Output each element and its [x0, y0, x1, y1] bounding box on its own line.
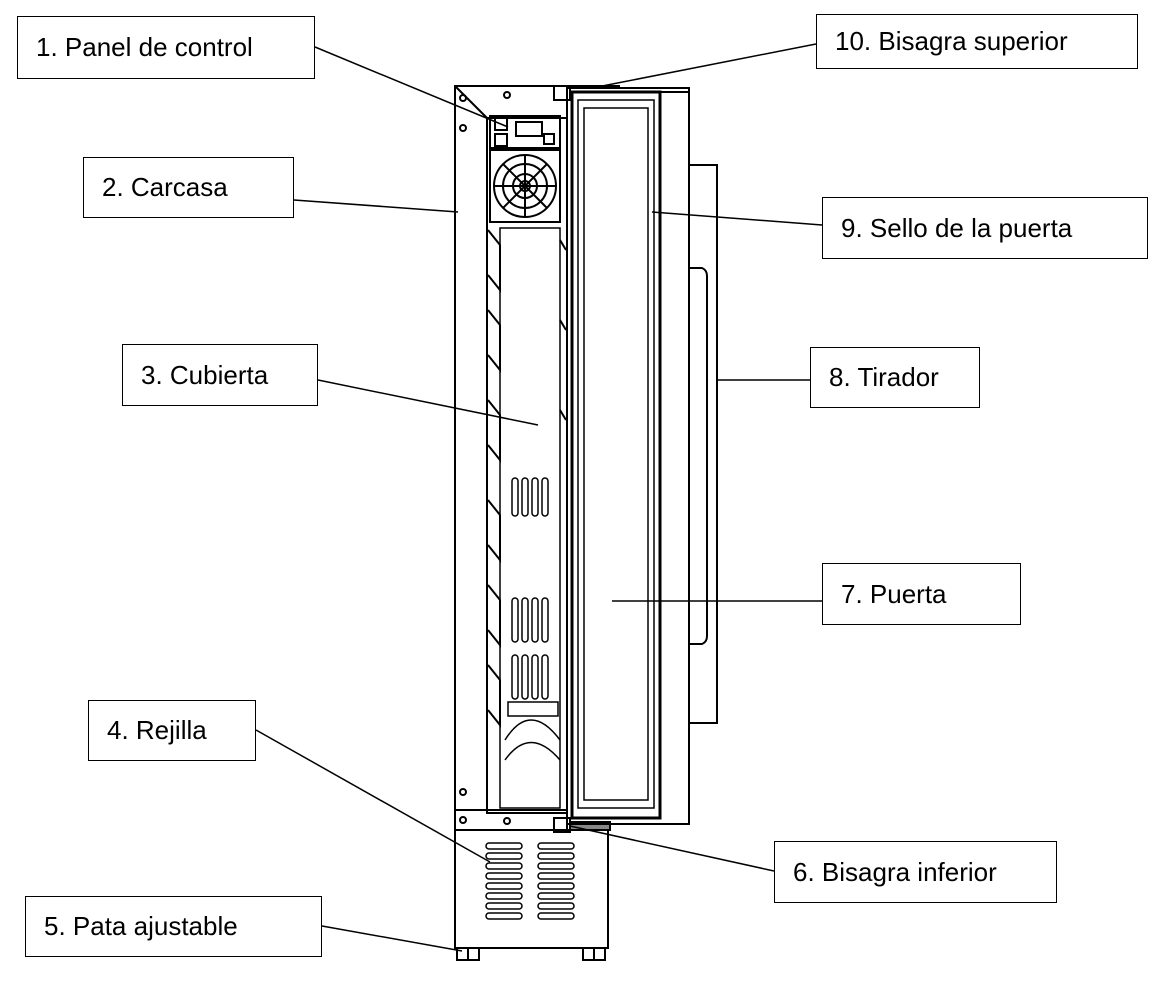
- fan-icon: [489, 149, 561, 223]
- adjustable-feet: [456, 947, 606, 961]
- label-tirador: 8. Tirador: [810, 347, 980, 408]
- label-bisagra-inferior: 6. Bisagra inferior: [774, 841, 1057, 903]
- leader-lines: [255, 43, 823, 952]
- door: [566, 87, 690, 825]
- grille: [454, 829, 609, 949]
- label-puerta: 7. Puerta: [822, 563, 1021, 625]
- control-panel: [489, 115, 561, 149]
- handle: [688, 164, 718, 724]
- top-hinge: [553, 85, 620, 101]
- label-panel-de-control: 1. Panel de control: [17, 16, 315, 79]
- cabinet-housing: [454, 85, 568, 831]
- label-rejilla: 4. Rejilla: [88, 700, 256, 761]
- label-bisagra-superior: 10. Bisagra superior: [816, 14, 1138, 69]
- inner-cover: [487, 227, 567, 809]
- label-pata-ajustable: 5. Pata ajustable: [25, 896, 322, 957]
- label-cubierta: 3. Cubierta: [122, 344, 318, 406]
- cover-vent-slots: [504, 477, 561, 761]
- label-sello-de-la-puerta: 9. Sello de la puerta: [822, 197, 1148, 259]
- label-carcasa: 2. Carcasa: [83, 157, 294, 218]
